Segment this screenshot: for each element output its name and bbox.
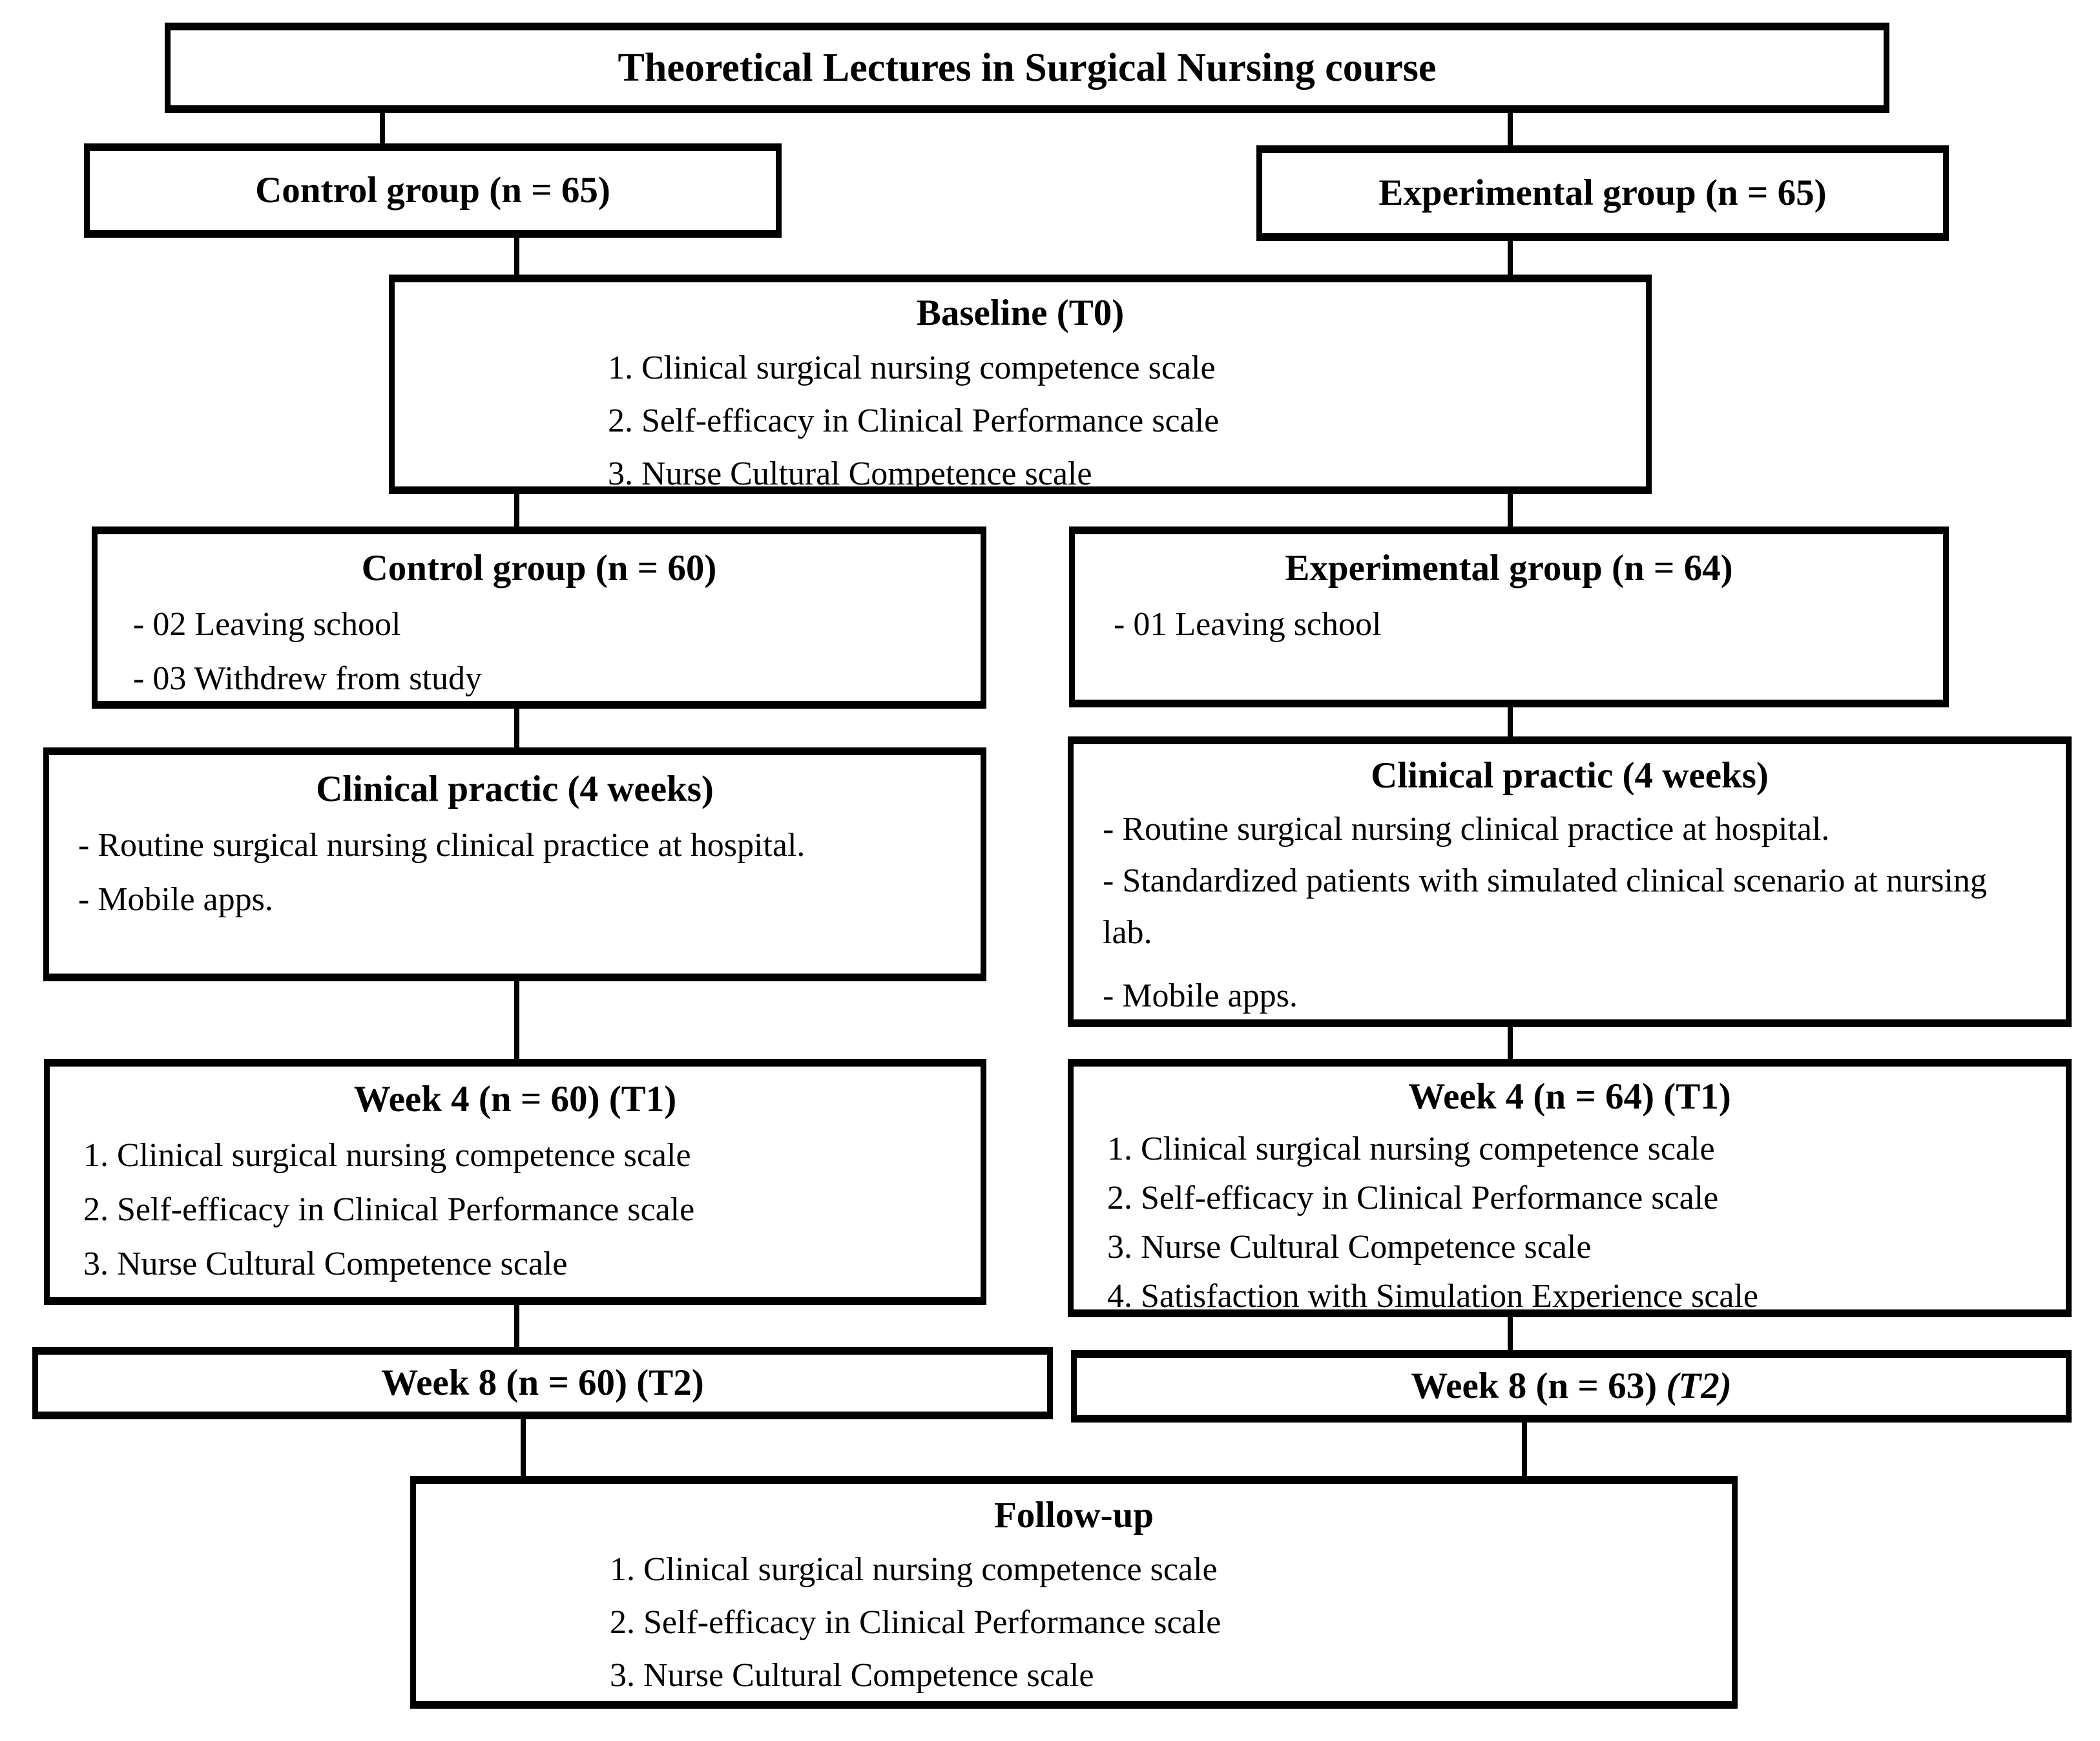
connector-experimental65-to-baseline bbox=[1508, 233, 1513, 284]
box-week4-control: Week 4 (n = 60) (T1) 1. Clinical surgica… bbox=[44, 1059, 986, 1305]
week8-experimental-title-main: Week 8 (n = 63) bbox=[1411, 1366, 1667, 1406]
connector-baseline-to-experimental64 bbox=[1508, 485, 1513, 536]
box-theoretical-lectures-title: Theoretical Lectures in Surgical Nursing… bbox=[618, 45, 1437, 90]
week8-experimental-title-suffix: (T2) bbox=[1666, 1366, 1732, 1406]
baseline-item-1: 1. Clinical surgical nursing competence … bbox=[608, 349, 1216, 386]
connector-week8-experimental-to-followup bbox=[1522, 1415, 1527, 1486]
box-clinical-practice-control: Clinical practic (4 weeks) - Routine sur… bbox=[43, 747, 986, 981]
practice-experimental-item-1: - Routine surgical nursing clinical prac… bbox=[1103, 811, 1830, 848]
box-week8-control-title: Week 8 (n = 60) (T2) bbox=[381, 1362, 704, 1403]
control-60-item-2: - 03 Withdrew from study bbox=[133, 660, 482, 697]
week4-control-item-3: 3. Nurse Cultural Competence scale bbox=[83, 1246, 568, 1282]
box-week8-experimental: Week 8 (n = 63) (T2) bbox=[1071, 1350, 2072, 1423]
control-60-item-1: - 02 Leaving school bbox=[133, 606, 401, 643]
week4-experimental-item-1: 1. Clinical surgical nursing competence … bbox=[1107, 1131, 1715, 1167]
box-experimental-group-65: Experimental group (n = 65) bbox=[1256, 145, 1949, 241]
connector-top-to-experimental65 bbox=[1508, 103, 1513, 155]
week4-experimental-item-3: 3. Nurse Cultural Competence scale bbox=[1107, 1229, 1592, 1266]
practice-experimental-item-3: - Mobile apps. bbox=[1103, 977, 1298, 1014]
followup-item-2: 2. Self-efficacy in Clinical Performance… bbox=[610, 1604, 1222, 1641]
box-control-group-60-title: Control group (n = 60) bbox=[361, 548, 717, 589]
practice-control-item-2: - Mobile apps. bbox=[78, 881, 273, 918]
box-baseline-t0-title: Baseline (T0) bbox=[916, 293, 1125, 333]
box-week8-experimental-title: Week 8 (n = 63) (T2) bbox=[1411, 1358, 1732, 1415]
box-clinical-practice-experimental: Clinical practic (4 weeks) - Routine sur… bbox=[1068, 736, 2072, 1027]
box-theoretical-lectures: Theoretical Lectures in Surgical Nursing… bbox=[165, 23, 1889, 113]
connector-experimental64-to-practice-experimental bbox=[1508, 701, 1513, 746]
box-clinical-practice-control-title: Clinical practic (4 weeks) bbox=[316, 769, 714, 809]
box-week4-experimental: Week 4 (n = 64) (T1) 1. Clinical surgica… bbox=[1068, 1059, 2072, 1317]
box-experimental-group-64: Experimental group (n = 64) - 01 Leaving… bbox=[1069, 526, 1949, 707]
practice-control-item-1: - Routine surgical nursing clinical prac… bbox=[78, 827, 806, 864]
connector-week4-control-to-week8-control bbox=[514, 1295, 519, 1357]
box-control-group-60: Control group (n = 60) - 02 Leaving scho… bbox=[92, 526, 986, 709]
baseline-item-3: 3. Nurse Cultural Competence scale bbox=[608, 455, 1092, 492]
week4-control-item-1: 1. Clinical surgical nursing competence … bbox=[83, 1137, 691, 1174]
connector-control60-to-practice-control bbox=[514, 701, 519, 756]
box-clinical-practice-experimental-title: Clinical practic (4 weeks) bbox=[1371, 755, 1769, 796]
connector-practice-control-to-week4-control bbox=[514, 972, 519, 1069]
box-control-group-65: Control group (n = 65) bbox=[84, 143, 782, 238]
box-experimental-group-65-title: Experimental group (n = 65) bbox=[1378, 172, 1827, 213]
connector-top-to-control65 bbox=[380, 103, 385, 152]
box-week4-control-title: Week 4 (n = 60) (T1) bbox=[353, 1079, 677, 1120]
box-week8-control: Week 8 (n = 60) (T2) bbox=[32, 1347, 1053, 1419]
connector-control65-to-baseline bbox=[514, 229, 519, 284]
box-control-group-65-title: Control group (n = 65) bbox=[255, 170, 610, 211]
connector-baseline-to-control60 bbox=[514, 485, 519, 536]
experimental-64-item-1: - 01 Leaving school bbox=[1114, 606, 1382, 643]
box-week4-experimental-title: Week 4 (n = 64) (T1) bbox=[1408, 1076, 1731, 1117]
box-experimental-group-64-title: Experimental group (n = 64) bbox=[1285, 548, 1733, 589]
followup-item-1: 1. Clinical surgical nursing competence … bbox=[610, 1551, 1218, 1588]
baseline-item-2: 2. Self-efficacy in Clinical Performance… bbox=[608, 402, 1220, 439]
week4-control-item-2: 2. Self-efficacy in Clinical Performance… bbox=[83, 1191, 695, 1228]
box-followup-title: Follow-up bbox=[993, 1495, 1154, 1536]
connector-week8-control-to-followup bbox=[521, 1412, 526, 1486]
box-baseline-t0: Baseline (T0) 1. Clinical surgical nursi… bbox=[389, 275, 1652, 494]
connector-practice-experimental-to-week4-experimental bbox=[1508, 1019, 1513, 1068]
practice-experimental-item-2: - Standardized patients with simulated c… bbox=[1103, 862, 1987, 951]
week4-experimental-item-2: 2. Self-efficacy in Clinical Performance… bbox=[1107, 1180, 1719, 1216]
followup-item-3: 3. Nurse Cultural Competence scale bbox=[610, 1657, 1094, 1694]
box-followup: Follow-up 1. Clinical surgical nursing c… bbox=[410, 1476, 1738, 1709]
connector-week4-experimental-to-week8-experimental bbox=[1508, 1308, 1513, 1360]
week4-experimental-item-4: 4. Satisfaction with Simulation Experien… bbox=[1107, 1278, 1758, 1315]
